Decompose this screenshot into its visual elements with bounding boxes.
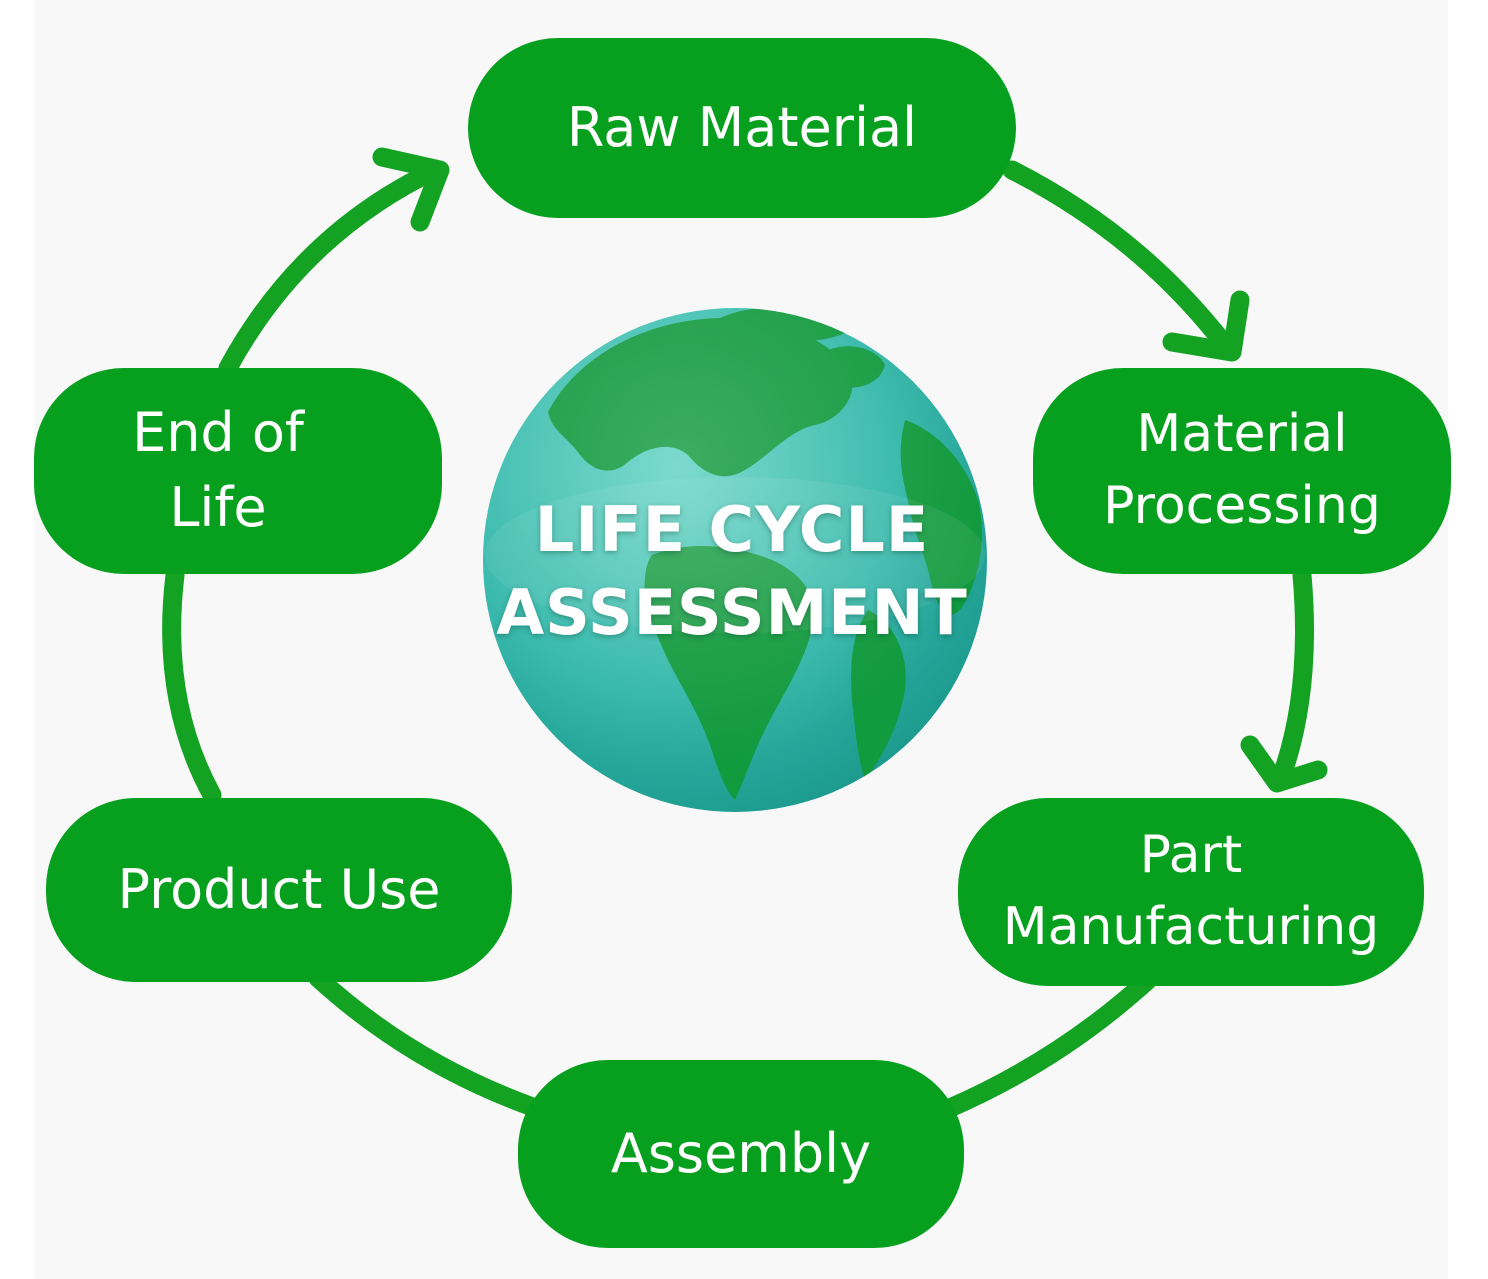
stage-label-line-1: Part	[1139, 825, 1243, 886]
stage-label-line-2: Manufacturing	[1002, 897, 1380, 957]
arrow-processing-to-manufacturing	[1272, 565, 1314, 785]
stage-label: Assembly	[610, 1121, 872, 1185]
stage-label-line-2: Processing	[1103, 476, 1381, 536]
stage-label-line-2: Life	[169, 476, 267, 539]
globe-icon	[483, 308, 987, 812]
title-line-1: LIFE CYCLE	[534, 493, 930, 566]
arrowhead-raw-material	[372, 147, 450, 232]
stage-label-line-1: End of	[132, 401, 304, 465]
stage-raw-material: Raw Material	[468, 38, 1016, 218]
stage-assembly: Assembly	[518, 1060, 964, 1248]
stage-label: Raw Material	[566, 95, 918, 159]
arrow-end-of-life-to-raw	[218, 160, 445, 378]
stage-end-of-life: End of Life	[34, 368, 442, 574]
connector-product-use-to-end-of-life	[162, 565, 222, 805]
stage-material-processing: Material Processing	[1033, 368, 1451, 574]
connector-assembly-to-product-use	[308, 968, 540, 1116]
stage-label: Product Use	[117, 857, 441, 921]
title-line-2: ASSESSMENT	[496, 576, 968, 650]
arrow-raw-to-processing	[1002, 160, 1235, 355]
connector-manufacturing-to-assembly	[940, 970, 1158, 1118]
diagram-title: LIFE CYCLE ASSESSMENT	[462, 488, 1002, 654]
stage-product-use: Product Use	[46, 798, 512, 982]
arrowhead-processing	[1162, 290, 1250, 362]
stage-part-manufacturing: Part Manufacturing	[958, 798, 1424, 986]
stage-label-line-1: Material	[1136, 404, 1348, 465]
arrowhead-manufacturing	[1240, 735, 1328, 793]
